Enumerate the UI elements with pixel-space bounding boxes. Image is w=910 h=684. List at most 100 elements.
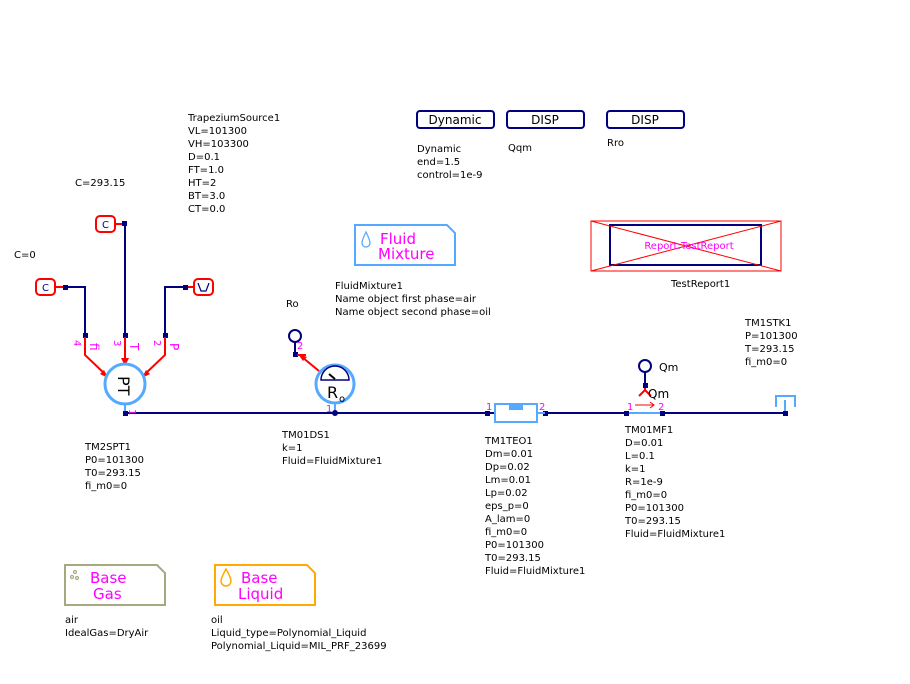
ds-param-line: Fluid=FluidMixture1 xyxy=(282,456,382,467)
teo-param-line: P0=101300 xyxy=(485,540,544,551)
teo-param-line: T0=293.15 xyxy=(484,553,541,564)
mf-port-2-label: 2 xyxy=(658,402,664,413)
trapezium-param-line: BT=3.0 xyxy=(188,191,225,202)
stack-param-line: T=293.15 xyxy=(744,344,794,355)
base-gas-subtitle: Gas xyxy=(93,585,122,603)
drop-icon xyxy=(220,567,232,587)
trapezium-param-line: HT=2 xyxy=(188,178,216,189)
fluid-mixture-block[interactable]: Fluid Mixture xyxy=(354,224,456,266)
ro-output[interactable]: 2 xyxy=(288,329,320,372)
ds-port-1-label: 1 xyxy=(326,404,332,415)
stack-component[interactable] xyxy=(775,395,796,416)
liquid-block-name: oil xyxy=(211,615,223,626)
fluid-mixture-subtitle: Mixture xyxy=(378,245,434,263)
pt-block-name: TM2SPT1 xyxy=(84,442,131,453)
teo-param-line: Lm=0.01 xyxy=(485,475,531,486)
mf-param-line: Fluid=FluidMixture1 xyxy=(625,529,725,540)
dynamic-button-label: Dynamic xyxy=(429,113,482,127)
port-2-label: 2 xyxy=(151,340,162,346)
mf-param-line: T0=293.15 xyxy=(624,516,681,527)
disp2-block-name: Rro xyxy=(607,138,624,149)
fluid_mixture-param-line: Name object second phase=oil xyxy=(335,307,491,318)
gas-block-name: air xyxy=(65,615,79,626)
mf-param-line: fi_m0=0 xyxy=(625,490,667,501)
ro-symbol-sub: o xyxy=(339,394,345,405)
mf-qm-port-label: Qm xyxy=(648,387,669,401)
pt-param-line: fi_m0=0 xyxy=(85,481,127,492)
ds-param-line: k=1 xyxy=(282,443,303,454)
disp-qm-button[interactable]: DISP xyxy=(506,110,585,129)
source-c-top[interactable]: C xyxy=(95,215,116,233)
teo-param-line: A_lam=0 xyxy=(485,514,530,525)
teo-block-name: TM1TEO1 xyxy=(484,436,533,447)
dynamic-block-name: Dynamic xyxy=(417,144,461,155)
source-c-top-label: C xyxy=(102,220,109,231)
base-gas-block[interactable]: Base Gas xyxy=(64,564,166,606)
signal-wires xyxy=(65,223,185,335)
trapezium-param-line: VL=101300 xyxy=(188,126,247,137)
fluid-mixture-title: Fluid xyxy=(380,230,416,248)
port-P-label: P xyxy=(167,343,181,350)
stack-param-line: fi_m0=0 xyxy=(745,357,787,368)
fluid_mixture-block-name: FluidMixture1 xyxy=(335,281,403,292)
teo-port-2-label: 2 xyxy=(539,402,545,413)
c_left-block-name: C=0 xyxy=(14,250,36,261)
dynamic-button[interactable]: Dynamic xyxy=(416,110,495,129)
teo-param-line: Dm=0.01 xyxy=(485,449,533,460)
mf-param-line: k=1 xyxy=(625,464,646,475)
port-T-label: T xyxy=(127,342,141,351)
ds-port-2-label: 2 xyxy=(297,341,303,352)
mf-param-line: D=0.01 xyxy=(625,438,663,449)
trapezium-param-line: FT=1.0 xyxy=(188,165,224,176)
teo-param-line: Fluid=FluidMixture1 xyxy=(485,566,585,577)
density-sensor-component[interactable]: R o 1 xyxy=(314,363,356,416)
mf-block-name: TM01MF1 xyxy=(624,425,673,436)
base-liquid-block[interactable]: Base Liquid xyxy=(214,564,316,606)
pt-symbol: PT xyxy=(114,376,133,396)
parameter-labels: TrapeziumSource1VL=101300VH=103300D=0.1F… xyxy=(14,113,798,652)
pt-source-component[interactable]: PT 1 xyxy=(103,362,147,416)
mf-param-line: R=1e-9 xyxy=(625,477,663,488)
trapezium-param-line: VH=103300 xyxy=(188,139,249,150)
pt-param-line: P0=101300 xyxy=(85,455,144,466)
gas-bubbles-icon xyxy=(69,569,80,581)
disp-ro-button[interactable]: DISP xyxy=(606,110,685,129)
liquid-param-line: Polynomial_Liquid=MIL_PRF_23699 xyxy=(211,641,387,652)
ds-block-name: TM01DS1 xyxy=(281,430,330,441)
base-liquid-subtitle: Liquid xyxy=(238,585,283,603)
mf-param-line: P0=101300 xyxy=(625,503,684,514)
teo-param-line: fi_m0=0 xyxy=(485,527,527,538)
port-fi-label: fi xyxy=(87,343,101,351)
pt-param-line: T0=293.15 xyxy=(84,468,141,479)
trapezium-param-line: D=0.1 xyxy=(188,152,220,163)
qm-label: Qm xyxy=(659,361,678,374)
c_top-block-name: C=293.15 xyxy=(75,178,125,189)
test-report-block[interactable]: Report:TestReport xyxy=(590,220,782,272)
base-gas-title: Base xyxy=(90,569,127,587)
mf-param-line: L=0.1 xyxy=(625,451,655,462)
qm-output[interactable]: Qm xyxy=(638,359,678,388)
trapezium-icon xyxy=(197,282,210,292)
disp-qm-button-label: DISP xyxy=(531,113,559,127)
teo-param-line: Lp=0.02 xyxy=(485,488,528,499)
drop-icon xyxy=(361,230,371,248)
mass-flow-component[interactable]: 1 2 Qm xyxy=(624,385,669,416)
source-c-left[interactable]: C xyxy=(35,278,56,296)
ro-block-name: Ro xyxy=(286,299,299,310)
gas-param-line: IdealGas=DryAir xyxy=(65,628,149,639)
report-label: Report:TestReport xyxy=(644,241,733,252)
disp1-block-name: Qqm xyxy=(508,143,532,154)
fluid_mixture-param-line: Name object first phase=air xyxy=(335,294,477,305)
liquid-param-line: Liquid_type=Polynomial_Liquid xyxy=(211,628,366,639)
teo-component[interactable]: 1 2 xyxy=(485,402,548,423)
port-4-label: 4 xyxy=(71,340,82,346)
base-liquid-title: Base xyxy=(241,569,278,587)
teo-param-line: eps_p=0 xyxy=(485,501,529,512)
teo-param-line: Dp=0.02 xyxy=(485,462,530,473)
pt-port-1-label: 1 xyxy=(126,409,137,415)
ro-symbol: R xyxy=(327,383,338,402)
trapezium-source[interactable] xyxy=(193,278,214,296)
trapezium-param-line: CT=0.0 xyxy=(188,204,225,215)
disp-ro-button-label: DISP xyxy=(631,113,659,127)
